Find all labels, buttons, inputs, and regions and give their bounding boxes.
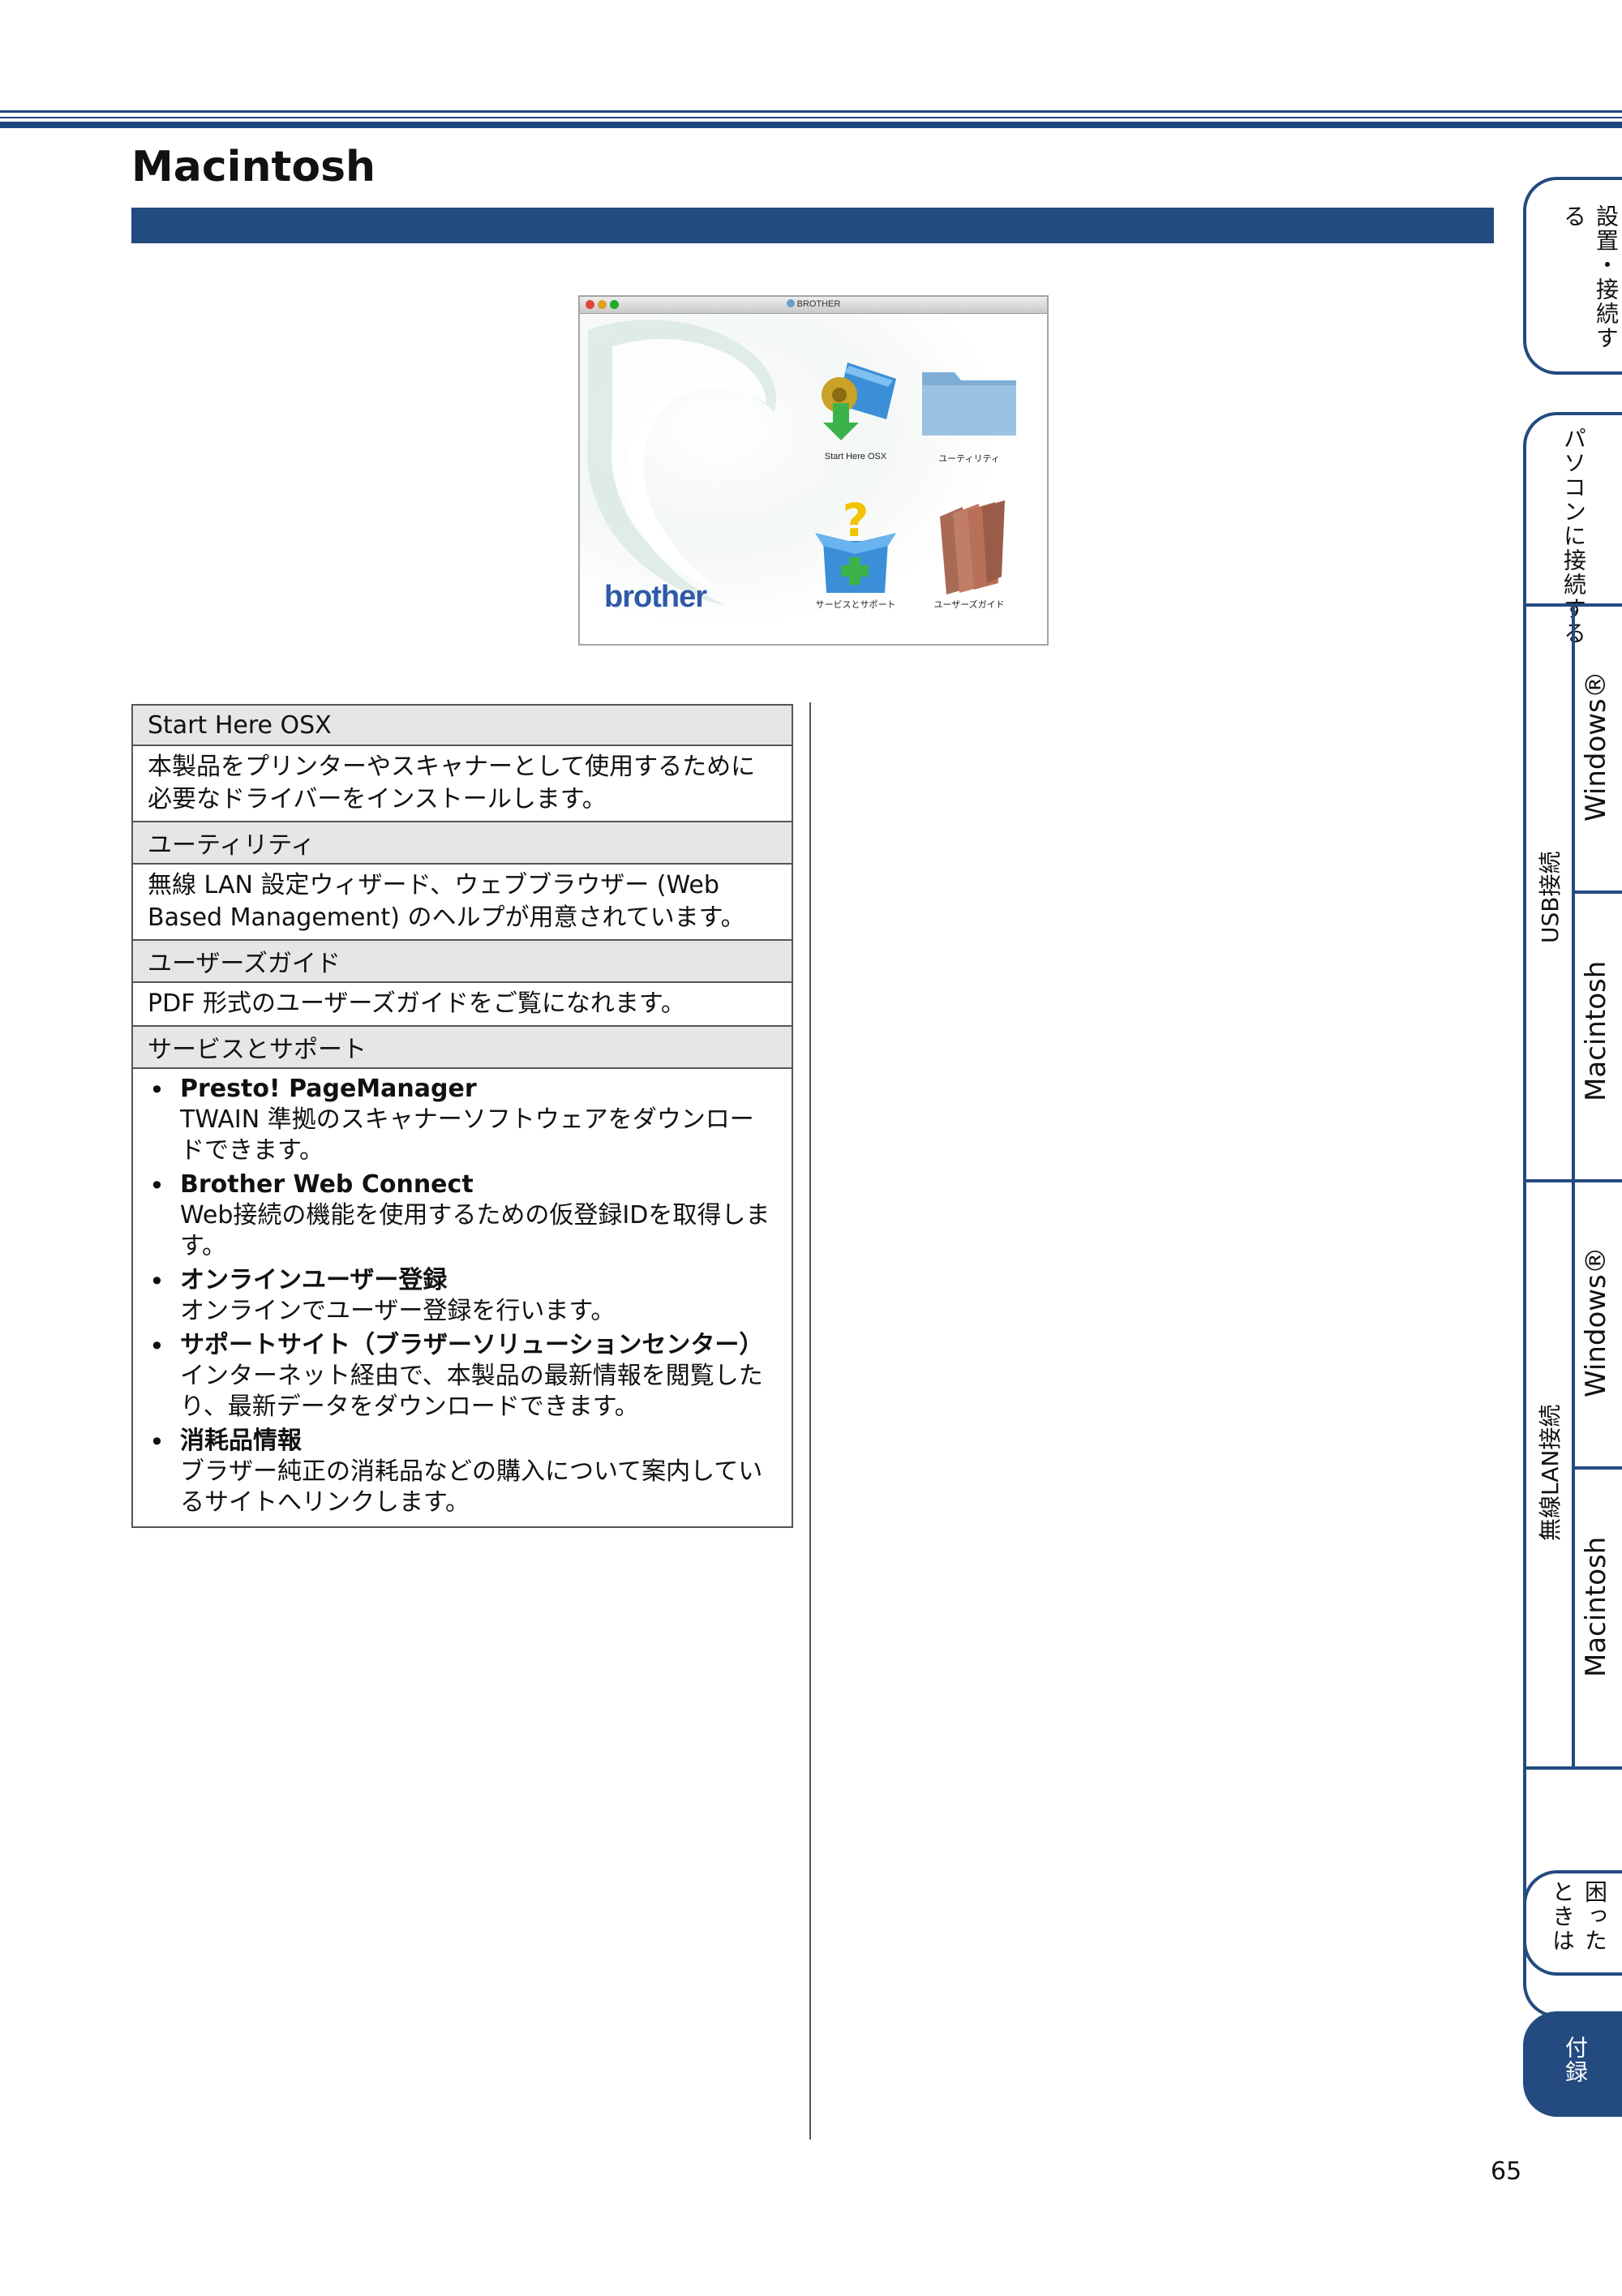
tab-usb-windows[interactable]: Windows®	[1580, 671, 1612, 822]
zoom-window-icon[interactable]	[610, 300, 619, 309]
tab-divider	[1572, 891, 1622, 894]
table-cell-utilities: 無線 LAN 設定ウィザード、ウェブブラウザー (Web Based Manag…	[131, 865, 793, 941]
tab-setup[interactable]: 設置・接続する	[1523, 177, 1622, 375]
tab-divider	[1572, 603, 1575, 1768]
tab-divider	[1526, 1766, 1622, 1770]
list-item: オンラインユーザー登録 オンラインでユーザー登録を行います。	[148, 1265, 777, 1327]
section-tabs: 設置・接続する パソコンに接続する USB接続 Windows® Macinto…	[1521, 177, 1622, 2123]
brother-logo: brother	[604, 580, 707, 614]
table-cell-service-support: Presto! PageManager TWAIN 準拠のスキャナーソフトウェア…	[131, 1069, 793, 1528]
tab-appendix[interactable]: 付録	[1523, 2011, 1622, 2117]
table-header-start-here: Start Here OSX	[131, 704, 793, 746]
utilities-label: ユーティリティ	[938, 454, 1000, 464]
title-underline-bar	[131, 208, 1494, 243]
tab-divider	[1572, 1466, 1622, 1470]
table-header-utilities: ユーティリティ	[131, 822, 793, 865]
window-content: Start Here OSX ユーティリティ ? サービスとサポート	[580, 314, 1047, 644]
software-table: Start Here OSX 本製品をプリンターやスキャナーとして使用するために…	[131, 704, 793, 1528]
table-header-service-support: サービスとサポート	[131, 1027, 793, 1069]
window-title: BROTHER	[580, 299, 1047, 309]
service-list: Presto! PageManager TWAIN 準拠のスキャナーソフトウェア…	[148, 1074, 777, 1518]
table-cell-start-here: 本製品をプリンターやスキャナーとして使用するために必要なドライバーをインストール…	[131, 746, 793, 822]
start-here-osx-icon	[822, 363, 896, 440]
start-here-osx-item[interactable]: Start Here OSX	[791, 354, 920, 468]
table-header-users-guide: ユーザーズガイド	[131, 941, 793, 983]
tab-wlan-macintosh[interactable]: Macintosh	[1580, 1536, 1612, 1677]
column-divider	[809, 702, 811, 2139]
window-titlebar: BROTHER	[580, 297, 1047, 314]
users-guide-label: ユーザーズガイド	[933, 600, 1005, 610]
tab-wlan-windows[interactable]: Windows®	[1580, 1247, 1612, 1397]
service-support-item[interactable]: ? サービスとサポート	[791, 492, 920, 614]
page-title: Macintosh	[131, 143, 376, 191]
table-cell-users-guide: PDF 形式のユーザーズガイドをご覧になれます。	[131, 983, 793, 1027]
disc-icon	[786, 299, 795, 307]
users-guide-item[interactable]: ユーザーズガイド	[904, 492, 1034, 614]
folder-icon	[922, 372, 1016, 436]
usb-group-label: USB接続	[1537, 851, 1564, 943]
service-support-label: サービスとサポート	[815, 600, 896, 610]
minimize-window-icon[interactable]	[598, 300, 607, 309]
svg-text:?: ?	[843, 495, 869, 547]
brother-installer-window: BROTHER Start Her	[578, 295, 1049, 646]
heading-text: サービスとサポート	[148, 1036, 367, 1064]
list-item: サポートサイト（ブラザーソリューションセンター） インターネット経由で、本製品の…	[148, 1330, 777, 1423]
wlan-group-label: 無線LAN接続	[1537, 1404, 1564, 1541]
heading-text: ユーザーズガイド	[148, 950, 341, 978]
close-window-icon[interactable]	[586, 300, 594, 309]
list-item: Brother Web Connect Web接続の機能を使用するための仮登録I…	[148, 1169, 777, 1262]
books-icon	[940, 500, 1005, 594]
list-item: 消耗品情報 ブラザー純正の消耗品などの購入について案内しているサイトへリンクしま…	[148, 1426, 777, 1518]
heading-text: Start Here OSX	[148, 710, 332, 740]
start-here-osx-label: Start Here OSX	[824, 452, 887, 461]
list-item: Presto! PageManager TWAIN 準拠のスキャナーソフトウェア…	[148, 1074, 777, 1166]
support-box-icon: ?	[815, 495, 896, 593]
tab-usb-macintosh[interactable]: Macintosh	[1580, 960, 1612, 1101]
tab-troubleshooting[interactable]: 困ったときは	[1523, 1870, 1622, 1976]
heading-text: ユーティリティ	[148, 831, 315, 860]
tab-divider	[1526, 1179, 1622, 1182]
page-number: 65	[1491, 2157, 1522, 2186]
header-rules	[0, 110, 1622, 131]
utilities-item[interactable]: ユーティリティ	[904, 354, 1034, 468]
